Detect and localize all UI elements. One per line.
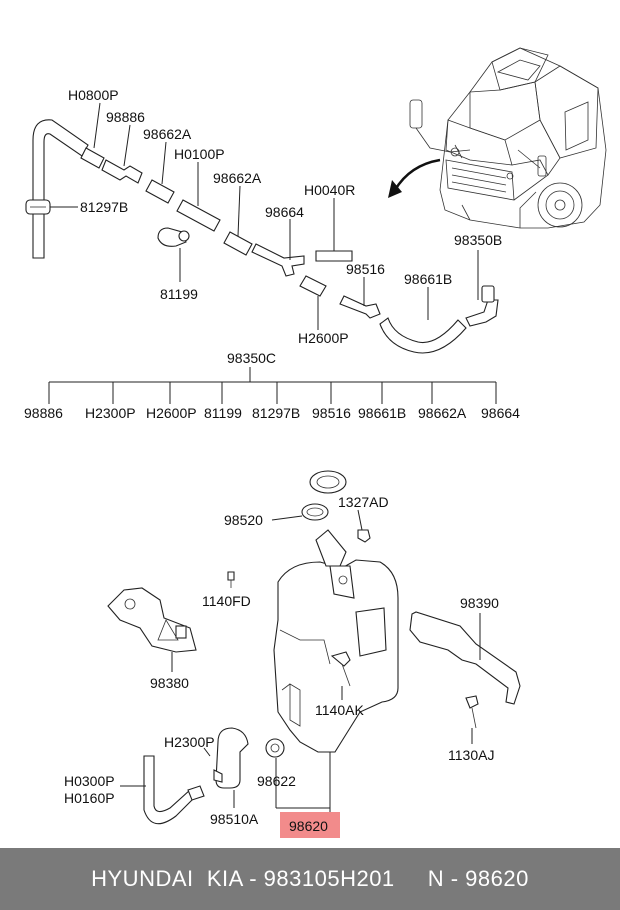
label-98661b: 98661B [404, 271, 452, 287]
kit-item: 98886 [24, 405, 63, 421]
label-h0300p: H0300P [64, 773, 115, 789]
footer-bar: HYUNDAI KIA - 983105H201 N - 98620 [0, 848, 620, 910]
footer-diagram-number: N - 98620 [427, 866, 529, 891]
leader-lines-bottom [120, 509, 481, 812]
label-h2300p: H2300P [164, 734, 215, 750]
label-98886: 98886 [106, 109, 145, 125]
footer-spacer [395, 866, 428, 892]
kit-item: 98664 [481, 405, 520, 421]
label-98350b: 98350B [454, 232, 502, 248]
label-98662a-top: 98662A [143, 126, 192, 142]
label-98390: 98390 [460, 595, 499, 611]
kit-item: H2300P [85, 405, 136, 421]
kit-item: H2600P [146, 405, 197, 421]
direction-arrowhead [388, 180, 402, 198]
kit-item: 98662A [418, 405, 467, 421]
label-98350c: 98350C [227, 350, 276, 366]
label-98516: 98516 [346, 261, 385, 277]
label-1140fd: 1140FD [202, 593, 251, 609]
kit-items: 98886 H2300P H2600P 81199 81297B 98516 9… [24, 405, 520, 421]
hose-assembly [25, 119, 499, 354]
reservoir-assembly [107, 470, 521, 825]
label-h0040r: H0040R [304, 182, 355, 198]
label-h0160p: H0160P [64, 790, 115, 806]
highlight-98620 [280, 812, 340, 838]
direction-arrow [393, 158, 441, 191]
label-h0800p: H0800P [68, 87, 119, 103]
kit-item: 81199 [204, 405, 242, 421]
label-98664: 98664 [265, 204, 304, 220]
label-h2600p: H2600P [298, 330, 349, 346]
parts-diagram: H0800P 98886 98662A H0100P 98662A H0040R… [24, 47, 607, 838]
truck-illustration [409, 47, 607, 229]
label-98662a-mid: 98662A [213, 170, 262, 186]
label-h0100p: H0100P [174, 146, 225, 162]
label-1327ad: 1327AD [338, 494, 389, 510]
label-81199: 81199 [160, 286, 198, 302]
kit-tree-lines [48, 367, 497, 404]
kit-item: 81297B [252, 405, 300, 421]
label-98510a: 98510A [210, 811, 259, 827]
leader-lines-top [50, 102, 479, 330]
label-98620: 98620 [289, 818, 328, 834]
label-1140ak: 1140AK [315, 702, 364, 718]
kit-item: 98661B [358, 405, 406, 421]
label-81297b: 81297B [80, 199, 128, 215]
label-98520: 98520 [224, 512, 263, 528]
label-1130aj: 1130AJ [448, 747, 494, 763]
label-98380: 98380 [150, 675, 189, 691]
kit-item: 98516 [312, 405, 351, 421]
label-98622: 98622 [257, 773, 296, 789]
footer-brand-part-number: HYUNDAI KIA - 983105H201 [91, 866, 395, 891]
